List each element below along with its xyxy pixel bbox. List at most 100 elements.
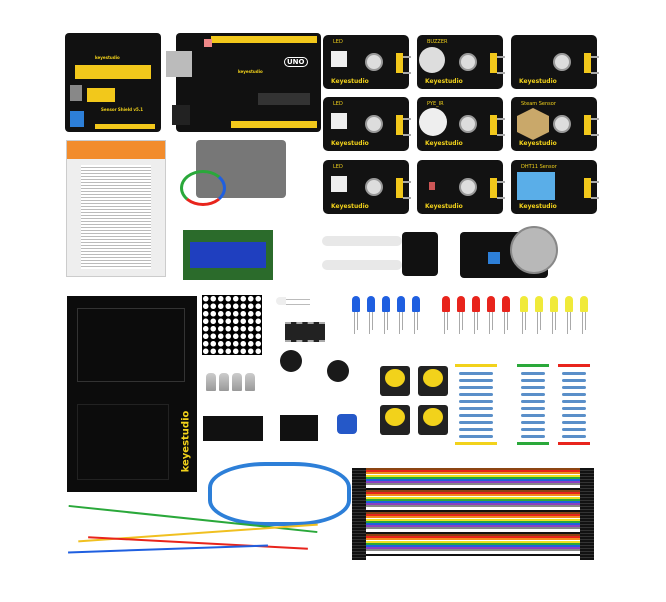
module-name: LED (333, 39, 343, 45)
led-blue (352, 296, 360, 312)
led-leg (369, 312, 370, 334)
module-name: Steam Sensor (521, 101, 556, 107)
screw (232, 373, 242, 391)
rgb-led (276, 297, 286, 305)
ribbon-wire (352, 470, 594, 473)
module-brand: Keyestudio (331, 78, 369, 85)
resistor (562, 421, 586, 424)
tactile-button (418, 366, 448, 396)
led-leg (462, 312, 463, 330)
led-leg (459, 312, 460, 334)
resistor-tape (455, 442, 497, 445)
resistor (562, 379, 586, 382)
led-leg (399, 312, 400, 334)
led-dot-matrix (202, 295, 262, 355)
ribbon-wire (352, 547, 594, 550)
dht-component (517, 172, 555, 200)
ribbon-wire (352, 512, 594, 514)
ribbon-wire (352, 490, 594, 492)
ribbon-connectors (352, 468, 366, 560)
ribbon-wire (352, 501, 594, 503)
ribbon-wire (352, 553, 594, 556)
ribbon-wire (352, 551, 594, 554)
ribbon-wire (352, 531, 594, 534)
sensor-module-led: LED Keyestudio (323, 35, 411, 89)
resistor (562, 435, 586, 438)
ribbon-wire (352, 529, 594, 532)
resistor (562, 400, 586, 403)
module-brand: Keyestudio (331, 203, 369, 210)
ribbon-wire (352, 485, 594, 488)
resistor (521, 379, 545, 382)
ribbon-wire (352, 525, 594, 528)
plate-brand: keyestudio (180, 410, 192, 473)
ribbon-wire (352, 542, 594, 545)
led-yellow (580, 296, 588, 312)
ribbon-wire (352, 476, 594, 479)
module-name: DHT11 Sensor (521, 164, 557, 170)
module-name: LED (333, 164, 343, 170)
ribbon-wire (352, 492, 594, 495)
ribbon-wire (352, 479, 594, 481)
resistor (521, 393, 545, 396)
ribbon-wire (352, 468, 594, 470)
led-leg (489, 312, 490, 334)
resistor (459, 421, 493, 424)
module-brand: Keyestudio (519, 203, 557, 210)
ribbon-wire (352, 487, 594, 490)
resistor (459, 386, 493, 389)
led-leg (552, 312, 553, 334)
led-red (502, 296, 510, 312)
uno-brand: keyestudio (238, 69, 263, 74)
shift-register-ic (285, 322, 325, 342)
resistor (562, 428, 586, 431)
button-cap (385, 408, 405, 426)
buzzer-component (419, 47, 445, 73)
shield-title: Sensor Shield v5.1 (101, 107, 144, 112)
four-digit-display (203, 416, 263, 441)
passive-buzzer (327, 360, 349, 382)
button-cap (423, 369, 443, 387)
led-leg (522, 312, 523, 334)
screw (219, 373, 229, 391)
usb-cable (208, 462, 351, 526)
resistor-tape (455, 364, 497, 367)
resistor (521, 421, 545, 424)
led-leg (585, 312, 586, 330)
led-leg (444, 312, 445, 334)
led-leg (504, 312, 505, 334)
resistor (521, 428, 545, 431)
led-blue (382, 296, 390, 312)
led-leg (507, 312, 508, 330)
led-leg (525, 312, 526, 330)
led-component (331, 176, 347, 192)
module-brand: Keyestudio (519, 78, 557, 85)
resistor-tape (558, 442, 590, 445)
ribbon-wire (352, 503, 594, 506)
led-red (457, 296, 465, 312)
ribbon-wire (352, 474, 594, 477)
led-leg (540, 312, 541, 330)
soil-moisture-sensor (322, 232, 440, 276)
led-leg (414, 312, 415, 334)
sensor-module-led: LED Keyestudio (323, 160, 411, 214)
resistor (521, 386, 545, 389)
led-leg (492, 312, 493, 330)
ribbon-wire (352, 514, 594, 517)
resistor (459, 400, 493, 403)
ribbon-wire (352, 536, 594, 539)
ribbon-wire (352, 538, 594, 541)
led-blue (412, 296, 420, 312)
tactile-button (380, 366, 410, 396)
led-leg (402, 312, 403, 330)
led-red (442, 296, 450, 312)
potentiometer (337, 414, 357, 434)
single-digit-display (280, 415, 318, 441)
steam-component (517, 108, 549, 140)
resistor (459, 435, 493, 438)
led-leg (357, 312, 358, 330)
led-leg (474, 312, 475, 334)
resistor-tape (517, 364, 549, 367)
